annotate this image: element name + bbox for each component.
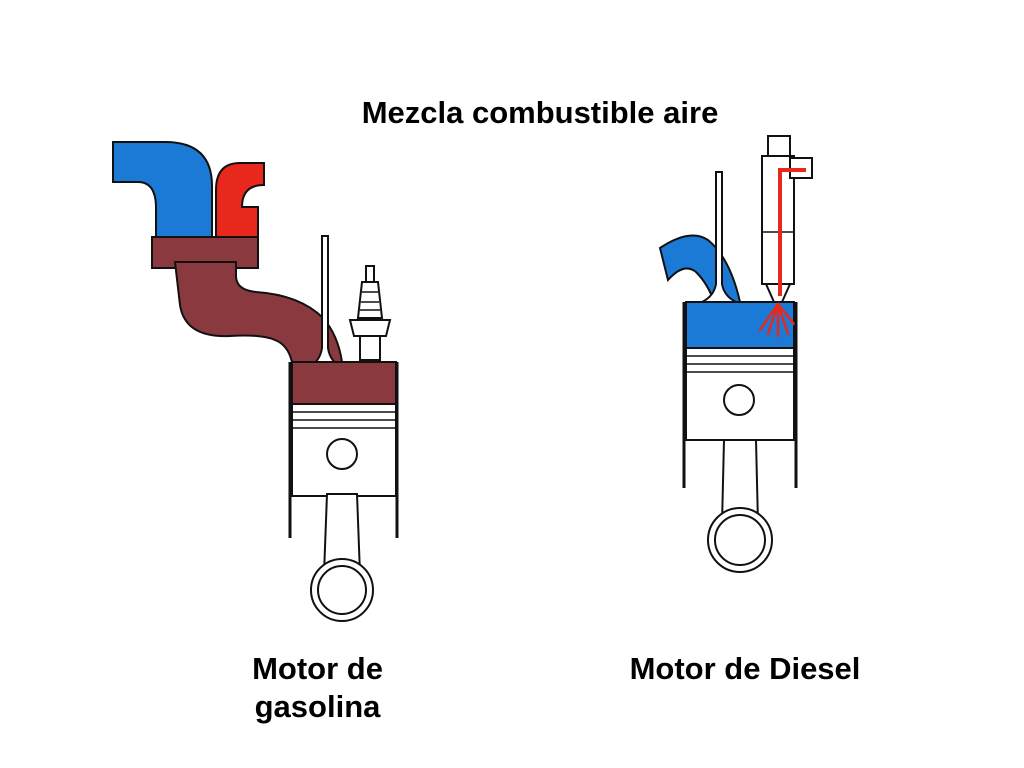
diesel-engine <box>658 135 813 573</box>
gasoline-engine-label: Motor de gasolina <box>200 650 435 726</box>
gasoline-label-line1: Motor de <box>252 651 383 686</box>
diesel-connecting-rod <box>707 439 773 573</box>
fuel-injector <box>761 135 813 303</box>
fuel-spray <box>758 302 796 338</box>
gasoline-label-line2: gasolina <box>254 689 381 724</box>
gasoline-combustion-chamber <box>291 361 397 407</box>
air-intake-pipe <box>112 141 213 238</box>
mixture-manifold <box>173 261 344 363</box>
diagram-title: Mezcla combustible aire <box>361 95 719 130</box>
diesel-air-intake <box>658 234 742 303</box>
diesel-piston <box>685 347 795 441</box>
mixture-chamber <box>151 236 259 269</box>
gasoline-connecting-rod <box>310 493 374 622</box>
gasoline-piston <box>291 403 397 497</box>
diesel-engine-label: Motor de Diesel <box>629 651 861 686</box>
spark-plug <box>348 265 392 369</box>
gasoline-engine <box>112 141 399 622</box>
diesel-fuel-line <box>778 168 806 296</box>
fuel-pipe <box>215 162 265 238</box>
